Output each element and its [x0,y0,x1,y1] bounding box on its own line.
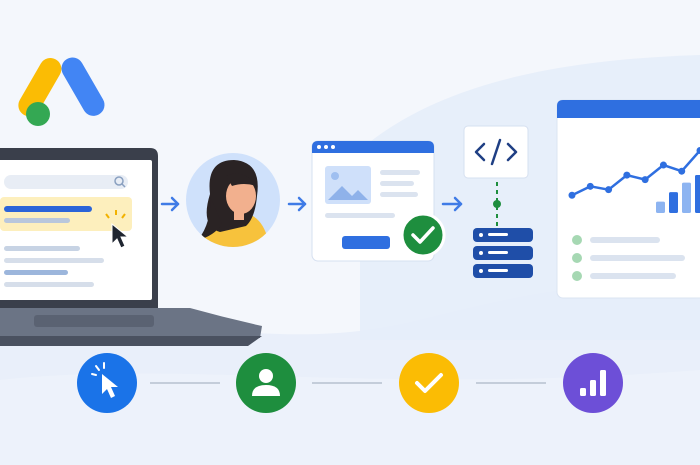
check-icon [400,212,446,258]
trend-point [568,191,576,199]
cursor-click-icon [105,210,130,249]
server-icon [473,228,533,278]
trend-point [623,171,631,179]
trend-point [641,176,649,184]
trend-point [659,161,667,169]
visitor-avatar [186,153,280,247]
dashboard-bar [656,201,665,213]
trend-point [696,146,700,154]
trend-point [605,186,613,194]
search-bar [4,175,128,189]
step-bar-chart-icon [563,353,623,413]
dashboard-bar [682,182,691,213]
analytics-dashboard [556,99,700,299]
trend-point [586,182,594,190]
dashboard-bar [695,175,700,213]
flow-arrows [160,196,463,212]
trend-point [678,167,686,175]
step-check-icon [399,353,459,413]
dashboard-bar [669,192,678,213]
image-placeholder-icon [325,166,371,204]
ad-result-highlight [0,197,132,231]
code-icon [463,125,529,179]
google-ads-logo [18,57,105,126]
dashboard-bars [656,175,700,213]
laptop [0,148,262,346]
step-click-icon [77,353,137,413]
dashboard-legend [572,235,685,281]
tag-connector [493,182,501,226]
step-user-icon [236,353,296,413]
